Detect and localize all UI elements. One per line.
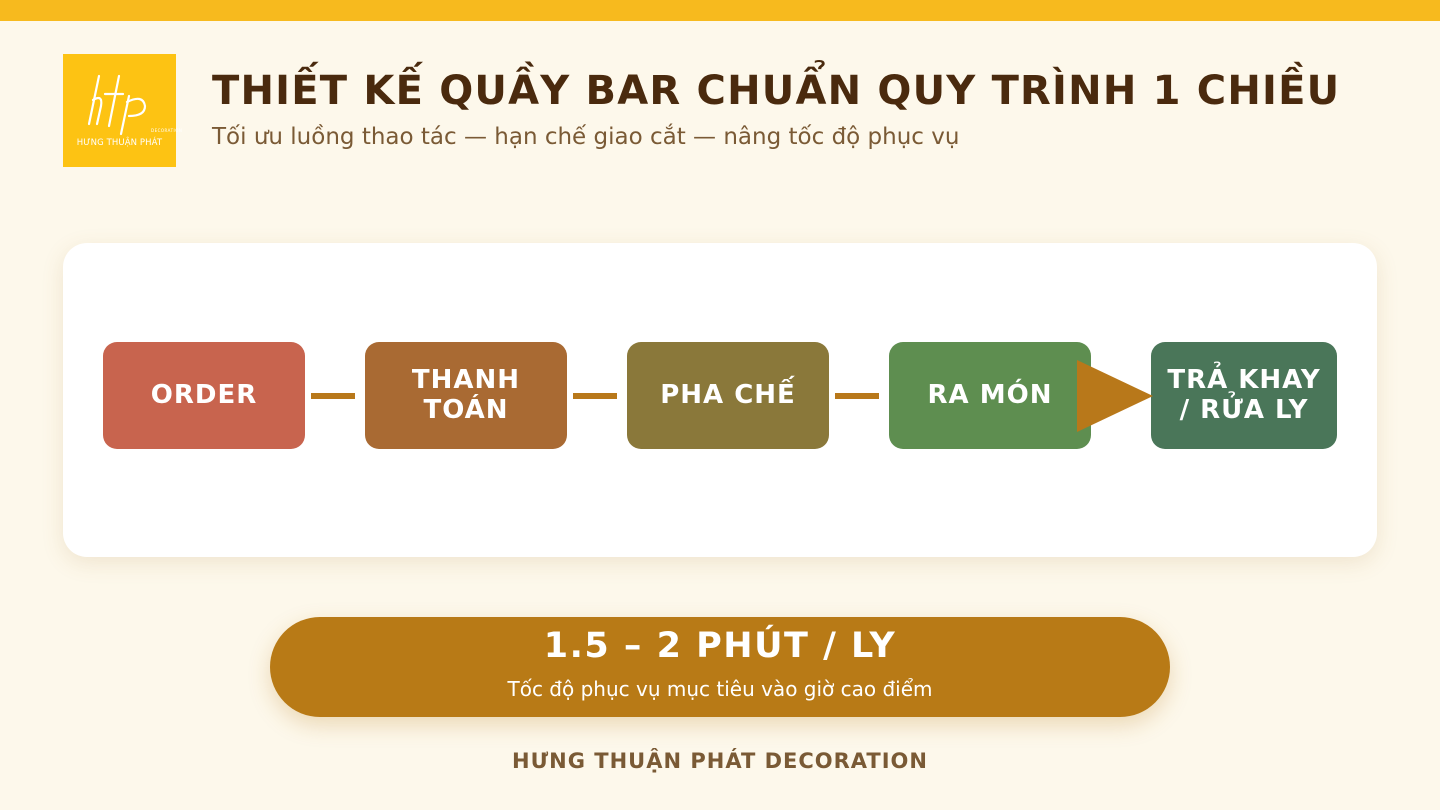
speed-caption: Tốc độ phục vụ mục tiêu vào giờ cao điểm (507, 677, 933, 701)
speed-value: 1.5 – 2 PHÚT / LY (543, 626, 897, 666)
htp-logo-mark (87, 74, 147, 136)
step-order: ORDER (103, 342, 305, 449)
step-preparation: PHA CHẾ (627, 342, 829, 449)
step-payment: THANH TOÁN (365, 342, 567, 449)
logo-subtext: DECORATION (151, 128, 183, 133)
connector-2 (573, 393, 617, 399)
flow-arrow-icon (1077, 360, 1153, 432)
connector-1 (311, 393, 355, 399)
speed-banner (270, 617, 1170, 717)
step-serve: RA MÓN (889, 342, 1091, 449)
page-subtitle: Tối ưu luồng thao tác — hạn chế giao cắt… (212, 124, 960, 150)
footer-brand: HƯNG THUẬN PHÁT DECORATION (512, 749, 928, 773)
top-accent-bar (0, 0, 1440, 21)
company-logo: DECORATION HƯNG THUẬN PHÁT (63, 54, 182, 167)
logo-company-name: HƯNG THUẬN PHÁT (76, 138, 163, 148)
page-title: THIẾT KẾ QUẦY BAR CHUẨN QUY TRÌNH 1 CHIỀ… (212, 68, 1341, 114)
connector-3 (835, 393, 879, 399)
step-return-wash: TRẢ KHAY / RỬA LY (1151, 342, 1337, 449)
